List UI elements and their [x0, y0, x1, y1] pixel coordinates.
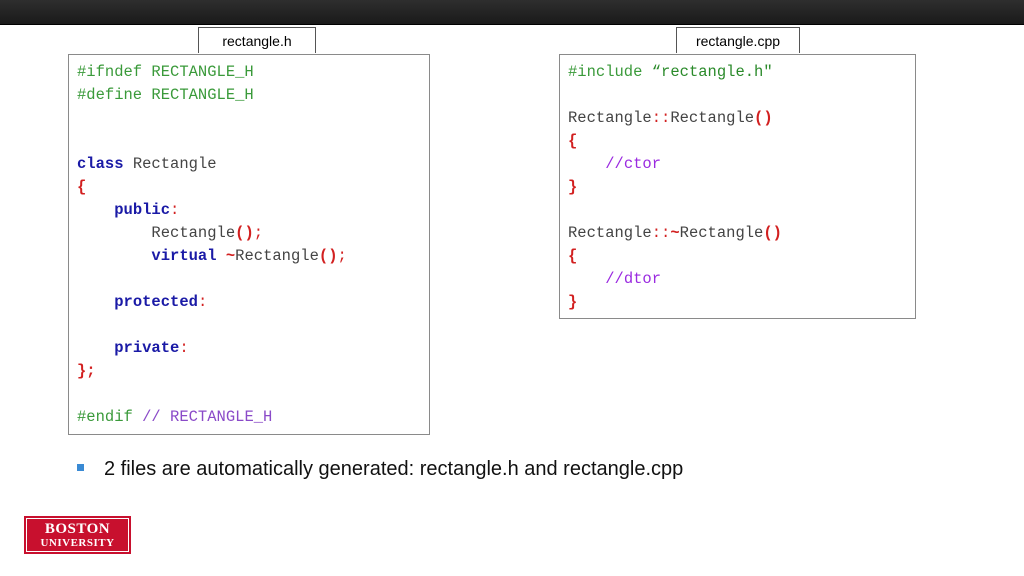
- ctor-semicolon: ;: [253, 224, 264, 242]
- ctor-name: Rectangle: [670, 109, 755, 127]
- endif-comment: // RECTANGLE_H: [142, 408, 273, 426]
- dtor-parens: (): [763, 224, 782, 242]
- open-brace: {: [77, 178, 87, 196]
- include-file: “rectangle.h": [651, 63, 773, 81]
- private-keyword: private: [114, 339, 180, 357]
- dtor-tilde: ~: [225, 247, 236, 265]
- bullet-square-icon: [77, 464, 84, 471]
- dtor-semicolon: ;: [337, 247, 347, 265]
- ctor-class-name: Rectangle: [568, 109, 652, 127]
- source-code-box: #include “rectangle.h" Rectangle::Rectan…: [559, 54, 916, 319]
- bullet-text: 2 files are automatically generated: rec…: [104, 458, 684, 480]
- dtor-tilde: ~: [670, 224, 680, 242]
- dtor-comment: //dtor: [605, 270, 662, 288]
- logo-line-1: BOSTON: [44, 521, 111, 537]
- define-line: #define RECTANGLE_H: [77, 86, 254, 104]
- protected-keyword: protected: [114, 293, 198, 311]
- dtor-scope-op: ::: [651, 224, 671, 242]
- protected-colon: :: [197, 293, 208, 311]
- tab-rectangle-cpp: rectangle.cpp: [676, 27, 800, 53]
- header-code: #ifndef RECTANGLE_H #define RECTANGLE_H …: [77, 61, 347, 429]
- dtor-class-name: Rectangle: [568, 224, 652, 242]
- public-keyword: public: [114, 201, 171, 219]
- ctor-scope-op: ::: [651, 109, 671, 127]
- source-code: #include “rectangle.h" Rectangle::Rectan…: [568, 61, 782, 314]
- dtor-close-brace: }: [568, 293, 578, 311]
- ctor-parens: (): [754, 109, 773, 127]
- endif-directive: #endif: [77, 408, 133, 426]
- ctor-parens: (): [235, 224, 254, 242]
- class-name: Rectangle: [132, 155, 217, 173]
- tab-label: rectangle.h: [222, 33, 292, 49]
- private-colon: :: [179, 339, 189, 357]
- ctor-name: Rectangle: [151, 224, 236, 242]
- virtual-keyword: virtual: [151, 247, 217, 265]
- ctor-comment: //ctor: [605, 155, 662, 173]
- ctor-open-brace: {: [568, 132, 578, 150]
- tab-label: rectangle.cpp: [695, 33, 781, 49]
- dtor-name: Rectangle: [235, 247, 319, 265]
- dtor-name: Rectangle: [679, 224, 764, 242]
- ctor-close-brace: }: [568, 178, 578, 196]
- top-bar: [0, 0, 1024, 25]
- header-code-box: #ifndef RECTANGLE_H #define RECTANGLE_H …: [68, 54, 430, 435]
- logo-line-2: UNIVERSITY: [40, 537, 115, 549]
- dtor-parens: (): [318, 247, 338, 265]
- public-colon: :: [170, 201, 180, 219]
- dtor-open-brace: {: [568, 247, 578, 265]
- close-brace: };: [77, 362, 96, 380]
- include-directive: #include: [568, 63, 643, 81]
- logo-frame: BOSTON UNIVERSITY: [26, 518, 129, 552]
- ifndef-line: #ifndef RECTANGLE_H: [77, 63, 254, 81]
- boston-university-logo: BOSTON UNIVERSITY: [24, 516, 131, 554]
- class-keyword: class: [77, 155, 124, 173]
- tab-rectangle-h: rectangle.h: [198, 27, 316, 53]
